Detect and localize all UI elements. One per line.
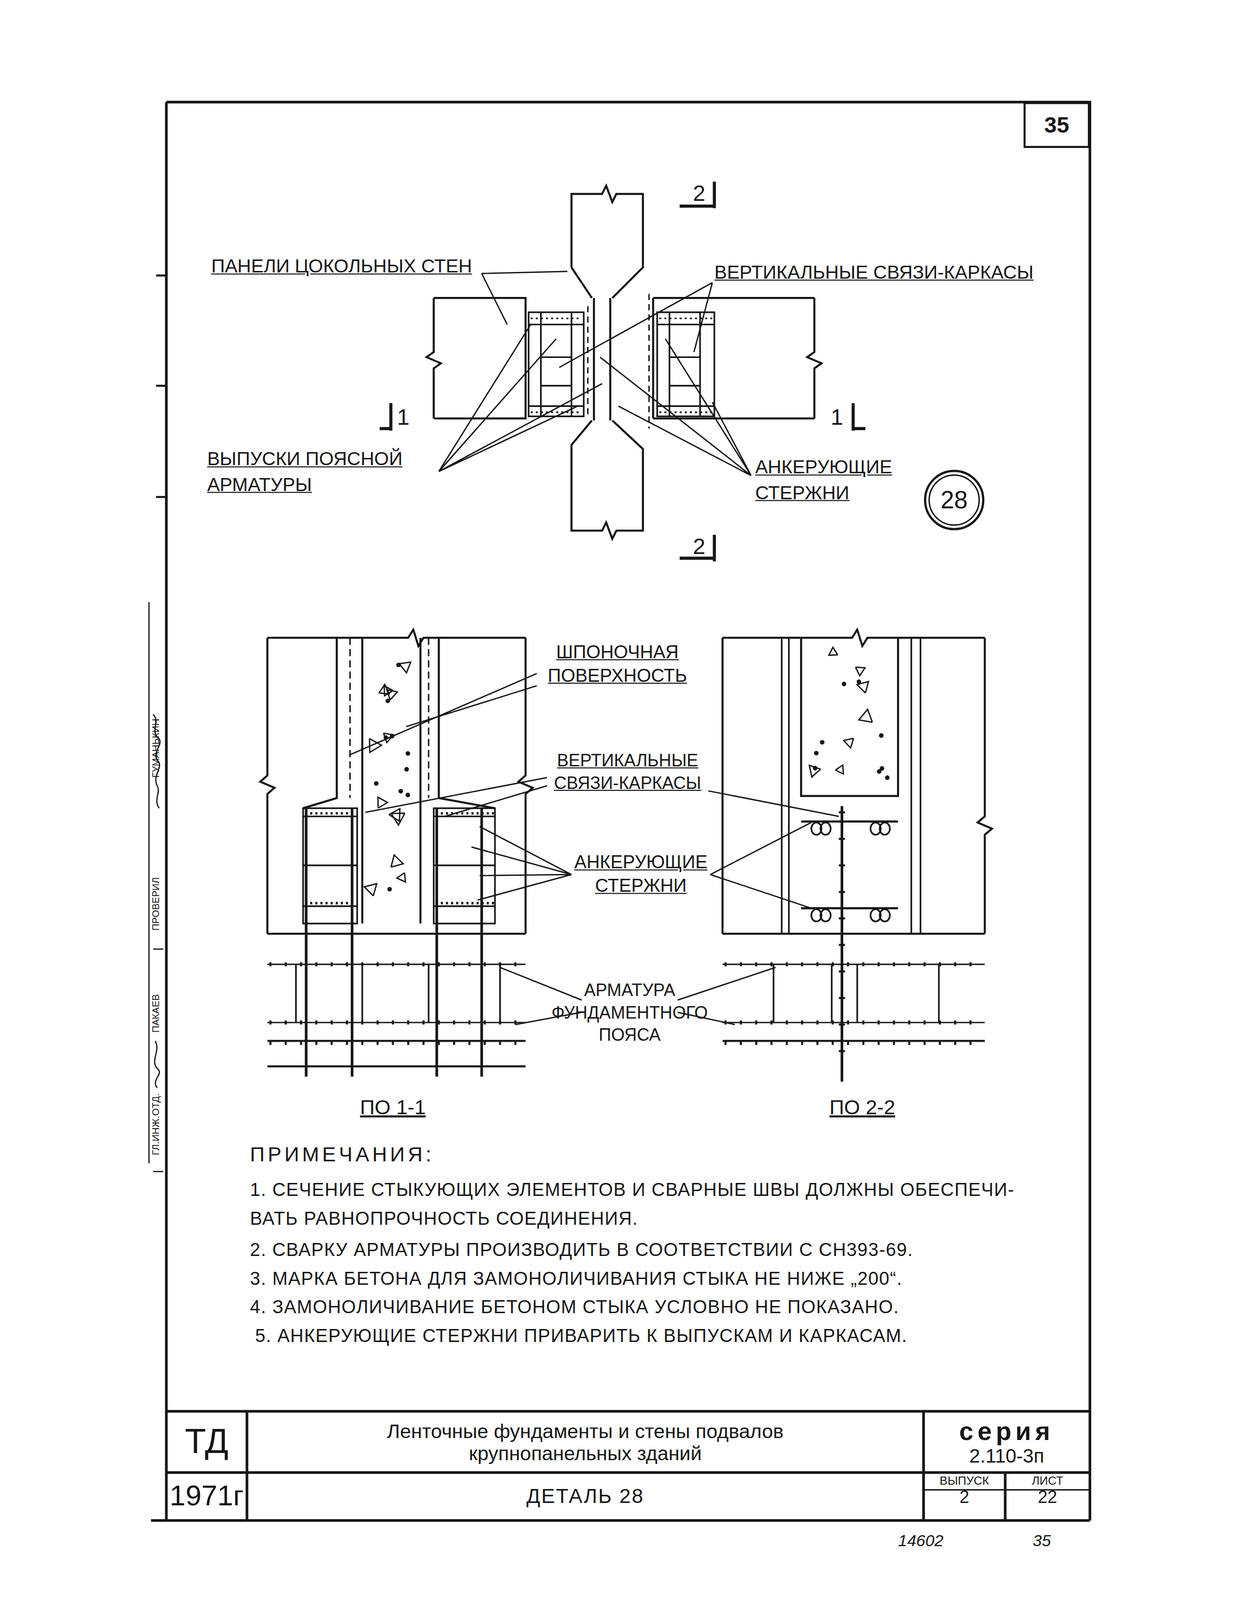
aggregate-mark [885, 775, 889, 780]
title-block-cell: ЛИСТ22 [1005, 1472, 1090, 1521]
section-mark: 1 [396, 403, 410, 433]
stamp-text: ГЛ.ИНЖ.ОТД. [150, 1093, 162, 1156]
note: 4. ЗАМОНОЛИЧИВАНИЕ БЕТОНОМ СТЫКА УСЛОВНО… [249, 1293, 900, 1323]
aggregate-mark [828, 647, 838, 655]
callout-label: ВЫПУСКИ ПОЯСНОЙ АРМАТУРЫ [207, 446, 415, 498]
aggregate-mark [820, 740, 825, 745]
note: 1. СЕЧЕНИЕ СТЫКУЮЩИХ ЭЛЕМЕНТОВ И СВАРНЫЕ… [249, 1176, 1041, 1234]
detail-callout-circle: 28 [923, 469, 985, 531]
stamp-text: ГУМАНЬКИН [150, 718, 162, 778]
stamp-text: ПРОВЕРИЛ [150, 877, 162, 931]
notes-heading: ПРИМЕЧАНИЯ: [249, 1140, 435, 1168]
aggregate-mark [877, 769, 881, 774]
aggregate-mark [364, 883, 377, 896]
callout-label: ВЕРТИКАЛЬНЫЕ СВЯЗИ-КАРКАСЫ [541, 750, 715, 796]
aggregate-mark [855, 667, 865, 677]
aggregate-mark [391, 854, 404, 867]
aggregate-mark [369, 738, 382, 753]
aggregate-mark [378, 797, 388, 809]
section-view [722, 629, 993, 1082]
callout-label: ПАНЕЛИ ЦОКОЛЬНЫХ СТЕН [211, 254, 473, 279]
section-mark: 1 [830, 403, 844, 433]
aggregate-mark [384, 685, 394, 696]
aggregate-mark [374, 781, 379, 786]
view-title: ПО 1-1 [359, 1094, 426, 1121]
section-mark: 2 [692, 532, 706, 563]
title-block-cell: ТД [166, 1411, 247, 1473]
cell-text: ЛИСТ [1031, 1474, 1063, 1489]
callout-label: АРМАТУРА ФУНДАМЕНТНОГО ПОЯСА [542, 979, 717, 1048]
stamp-text: ПАКАЕВ [150, 994, 162, 1033]
aggregate-mark [842, 682, 846, 686]
callout-label: ШПОНОЧНАЯ ПОВЕРХНОСТЬ [536, 640, 699, 689]
cell-value: 22 [1037, 1488, 1058, 1509]
aggregate-mark [406, 751, 410, 756]
title-block-cell: ВЫПУСК2 [923, 1472, 1006, 1521]
aggregate-mark [879, 733, 884, 738]
section-mark: 2 [692, 179, 706, 210]
cell-text: 35 [1044, 111, 1070, 138]
aggregate-mark [391, 812, 405, 826]
aggregate-mark [405, 767, 409, 772]
aggregate-mark [406, 793, 410, 797]
callout-label: АНКЕРУЮЩИЕ СТЕРЖНИ [562, 850, 719, 899]
leader-line [348, 673, 839, 1025]
aggregate-mark [383, 733, 394, 743]
aggregate-mark [399, 789, 403, 793]
cell-text: 1971г [169, 1479, 244, 1513]
sheet-number: 35 [1032, 1530, 1051, 1552]
callout-label: ВЕРТИКАЛЬНЫЕ СВЯЗИ-КАРКАСЫ [714, 260, 1034, 285]
cell-value: 2 [959, 1488, 970, 1509]
title-block-cell: серия2.110-3п [923, 1411, 1090, 1473]
aggregate-mark [880, 766, 884, 771]
aggregate-mark [835, 764, 844, 774]
cell-value: 2.110-3п [969, 1445, 1045, 1468]
title-block-cell: 1971г [166, 1472, 247, 1521]
plan-view [379, 181, 866, 562]
cell-text: ВЫПУСК [939, 1474, 990, 1489]
callout-label: АНКЕРУЮЩИЕ СТЕРЖНИ [755, 455, 916, 506]
aggregate-mark [858, 709, 873, 723]
aggregate-mark [843, 738, 854, 749]
aggregate-mark [387, 887, 392, 891]
aggregate-mark [814, 751, 818, 755]
title-block-cell: Ленточные фундаменты и стены подвалов кр… [246, 1411, 924, 1473]
cell-text: серия [959, 1416, 1055, 1446]
note: 2. СВАРКУ АРМАТУРЫ ПРОИЗВОДИТЬ В СООТВЕТ… [249, 1236, 913, 1266]
frame [148, 101, 1090, 1521]
note: 5. АНКЕРУЮЩИЕ СТЕРЖНИ ПРИВАРИТЬ К ВЫПУСК… [255, 1322, 908, 1352]
title-block-cell: ДЕТАЛЬ 28 [246, 1472, 924, 1521]
aggregate-mark [857, 681, 869, 694]
note: 3. МАРКА БЕТОНА ДЛЯ ЗАМОНОЛИЧИВАНИЯ СТЫК… [249, 1265, 903, 1294]
cell-text: Ленточные фундаменты и стены подвалов кр… [350, 1418, 821, 1465]
view-title: ПО 2-2 [829, 1094, 896, 1121]
archive-number: 14602 [898, 1530, 944, 1552]
aggregate-mark [396, 872, 406, 882]
aggregate-mark [388, 808, 400, 822]
aggregate-mark [809, 765, 821, 777]
aggregate-mark [813, 766, 817, 770]
aggregate-mark [386, 699, 390, 703]
aggregate-mark [399, 662, 411, 673]
cell-text: 28 [940, 485, 968, 515]
aggregate-mark [857, 680, 861, 684]
sheet-number-box: 35 [1023, 101, 1090, 148]
cell-text: ДЕТАЛЬ 28 [526, 1484, 645, 1509]
cell-text: ТД [184, 1422, 229, 1463]
